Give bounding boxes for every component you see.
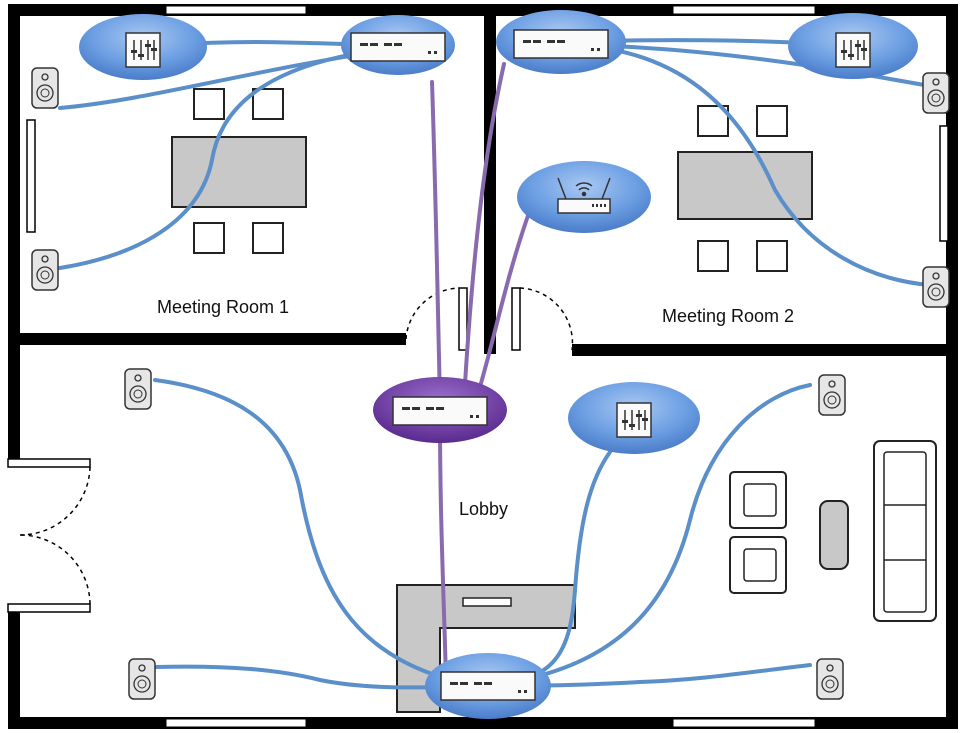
network-switch-icon — [392, 396, 488, 426]
wireless-access-point-icon — [557, 177, 611, 214]
switch-node-meeting-room-2[interactable] — [496, 10, 626, 74]
network-switch-icon — [350, 32, 446, 62]
dsp-node-meeting-room-1[interactable] — [79, 14, 207, 80]
meeting-room-2-label: Meeting Room 2 — [662, 306, 794, 326]
dsp-node-lobby[interactable] — [568, 382, 700, 454]
network-switch-icon — [440, 671, 536, 701]
speaker-icon — [31, 249, 59, 291]
lobby-label: Lobby — [459, 499, 508, 519]
speaker-icon — [128, 658, 156, 700]
windows — [26, 5, 949, 728]
network-switch-icon — [513, 29, 609, 59]
meeting-room-1-label: Meeting Room 1 — [157, 297, 289, 317]
wifi-access-point-node[interactable] — [517, 161, 651, 233]
speaker-icon — [816, 658, 844, 700]
meeting-table-1 — [171, 136, 307, 208]
lobby-lounge — [729, 440, 937, 622]
audio-mixer-icon — [125, 32, 161, 68]
meeting-table-2 — [677, 151, 813, 220]
speaker-icon — [818, 374, 846, 416]
network-cables — [430, 62, 532, 682]
entrance-doors — [7, 458, 91, 613]
core-switch-node-lobby[interactable] — [373, 377, 507, 443]
speaker-icon — [922, 72, 950, 114]
speaker-icon — [922, 266, 950, 308]
meeting-room-2-table-set — [677, 105, 813, 272]
speaker-icon — [124, 368, 152, 410]
switch-node-meeting-room-1[interactable] — [341, 15, 455, 75]
meeting-room-doors — [405, 287, 574, 351]
meeting-room-1-table-set — [171, 88, 307, 254]
audio-mixer-icon — [616, 402, 652, 438]
switch-node-lobby-desk[interactable] — [425, 653, 551, 719]
dsp-node-meeting-room-2[interactable] — [788, 13, 918, 79]
audio-mixer-icon — [835, 32, 871, 68]
speaker-icon — [31, 67, 59, 109]
